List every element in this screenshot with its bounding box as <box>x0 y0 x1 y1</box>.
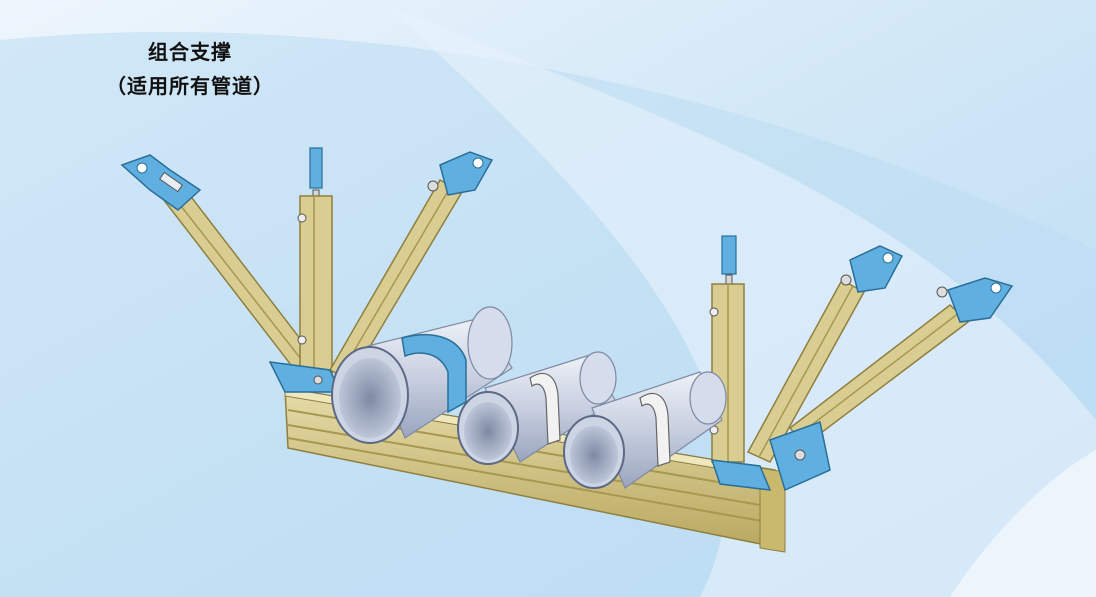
pipe-large <box>331 306 513 444</box>
right-base-bracket <box>710 459 772 491</box>
page-title: 组合支撑 <box>148 40 232 64</box>
background-band <box>950 450 1096 597</box>
left-inner-brace <box>328 151 494 381</box>
page-subtitle: （适用所有管道） <box>106 74 274 98</box>
pipe-medium-1 <box>457 351 617 465</box>
pipe-medium-1-clamp <box>529 373 561 445</box>
pipe-medium-2-clamp <box>639 393 671 467</box>
right-inner-brace <box>746 245 904 463</box>
left-vertical-hanger <box>297 147 333 379</box>
pipe-medium-2 <box>563 371 727 489</box>
